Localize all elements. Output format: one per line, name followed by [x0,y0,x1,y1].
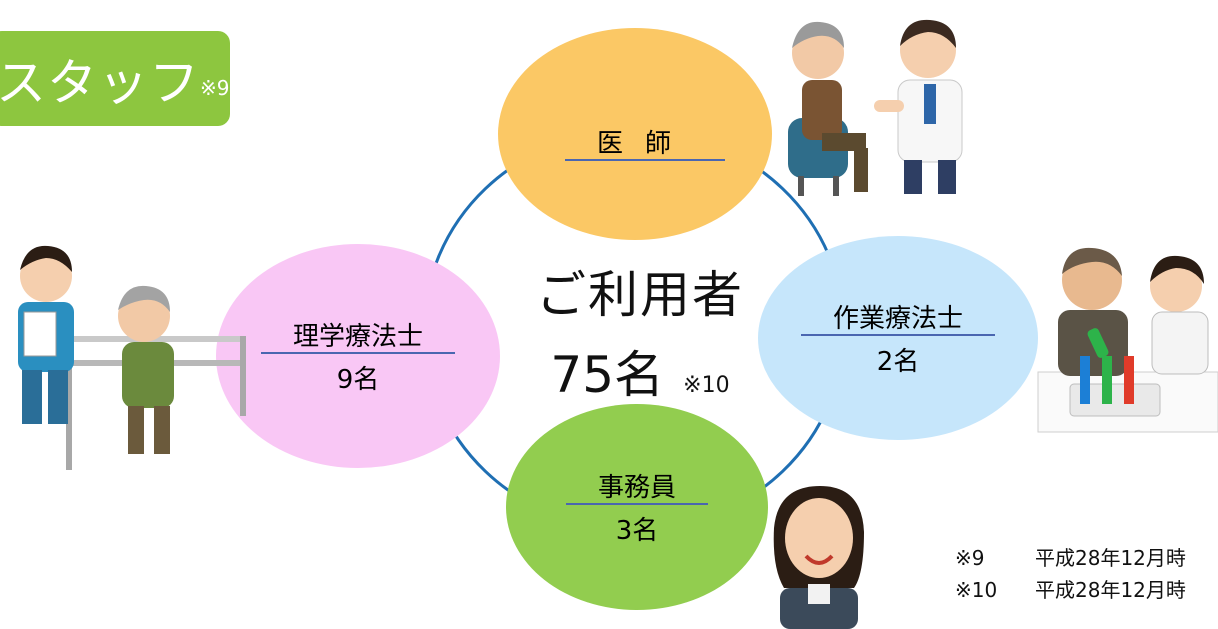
occupational-therapist-count: 2名 [876,347,920,377]
footnote-9: ※9 平成28年12月時 [955,542,1186,574]
footnote-10: ※10 平成28年12月時 [955,574,1186,606]
clerk-node: 事務員 3名 [506,404,768,610]
staff-title: スタッフ [0,53,200,112]
occupational-therapist-node: 作業療法士 2名 [758,236,1038,440]
users-count: 75名 [550,346,665,404]
doctor-label: 医師 [564,123,726,161]
clerk-count: 3名 [615,516,659,546]
doctor-with-patient-illustration [788,19,963,196]
occupational-therapy-illustration [1037,247,1218,433]
footnote-10-text: 平成28年12月時 [1035,578,1186,602]
physical-therapist-node: 理学療法士 9名 [216,244,500,468]
footnotes: ※9 平成28年12月時 ※10 平成28年12月時 [955,542,1186,606]
footnote-10-mark: ※10 [955,578,998,602]
clerk-label: 事務員 [565,467,709,505]
doctor-node: 医師 [498,28,772,240]
users-center: ご利用者 75名 ※10 [520,255,760,407]
users-footnote-mark: ※10 [683,373,730,398]
physical-therapy-illustration [18,245,246,470]
occupational-therapist-label: 作業療法士 [800,298,996,336]
footnote-9-text: 平成28年12月時 [1035,546,1186,570]
office-clerk-illustration [773,486,864,629]
staff-footnote-mark: ※9 [200,75,230,100]
staff-badge: スタッフ ※9 [0,31,230,126]
users-title: ご利用者 [536,266,744,324]
physical-therapist-count: 9名 [336,365,380,395]
physical-therapist-label: 理学療法士 [260,316,456,354]
footnote-9-mark: ※9 [955,546,985,570]
